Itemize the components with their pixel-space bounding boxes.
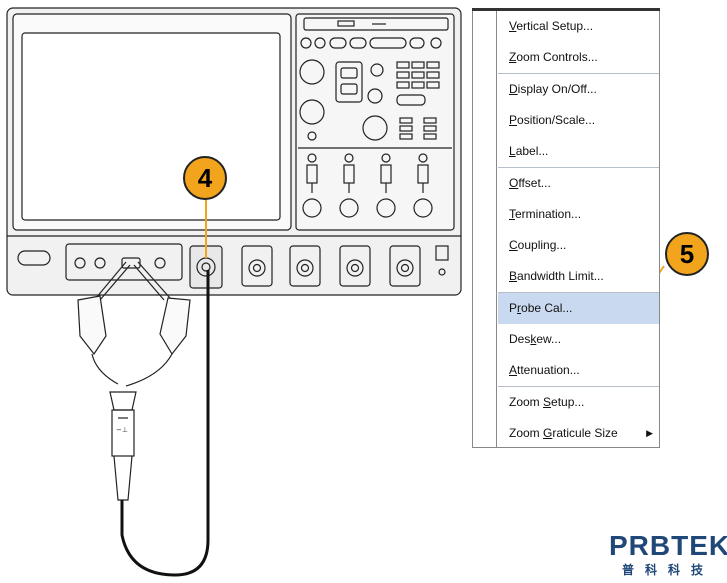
menu-item-coupling[interactable]: Coupling... xyxy=(509,238,567,252)
svg-text:−⊥: −⊥ xyxy=(116,426,128,434)
menu-item-label[interactable]: Label... xyxy=(509,144,549,158)
menu-item-attenuation[interactable]: Attenuation... xyxy=(509,363,580,377)
menu-item-deskew[interactable]: Deskew... xyxy=(509,332,562,346)
vertical-context-menu[interactable]: Vertical Setup... Zoom Controls... Display… xyxy=(472,8,660,448)
menu-item-termination[interactable]: Termination... xyxy=(509,207,582,221)
logo-subtitle: 普科科技 xyxy=(621,563,714,577)
menu-top-border xyxy=(472,8,660,11)
logo-name: PRBTEK xyxy=(609,530,727,561)
menu-item-offset[interactable]: Offset... xyxy=(509,176,551,190)
menu-item-zoom-graticule-size[interactable]: Zoom Graticule Size▶ xyxy=(498,418,659,449)
menu-separator xyxy=(498,386,659,387)
step-5-callout: 5 xyxy=(665,232,709,276)
menu-item-probe-cal[interactable]: Probe Cal... xyxy=(498,293,659,324)
menu-icon-gutter xyxy=(472,11,497,447)
menu-item-bandwidth-limit[interactable]: Bandwidth Limit... xyxy=(509,269,604,283)
step-4-callout: 4 xyxy=(183,156,227,200)
menu-item-zoom-controls[interactable]: Zoom Controls... xyxy=(509,50,598,64)
menu-item-zoom-setup[interactable]: Zoom Setup... xyxy=(509,395,585,409)
menu-separator xyxy=(498,292,659,293)
menu-separator xyxy=(498,167,659,168)
menu-item-position-scale[interactable]: Position/Scale... xyxy=(509,113,596,127)
menu-separator xyxy=(498,73,659,74)
menu-item-display-on-off[interactable]: Display On/Off... xyxy=(509,82,597,96)
menu-item-vertical-setup[interactable]: Vertical Setup... xyxy=(509,19,594,33)
submenu-arrow-icon: ▶ xyxy=(646,428,653,438)
prbtek-logo: PRBTEK 普科科技 xyxy=(609,530,727,578)
